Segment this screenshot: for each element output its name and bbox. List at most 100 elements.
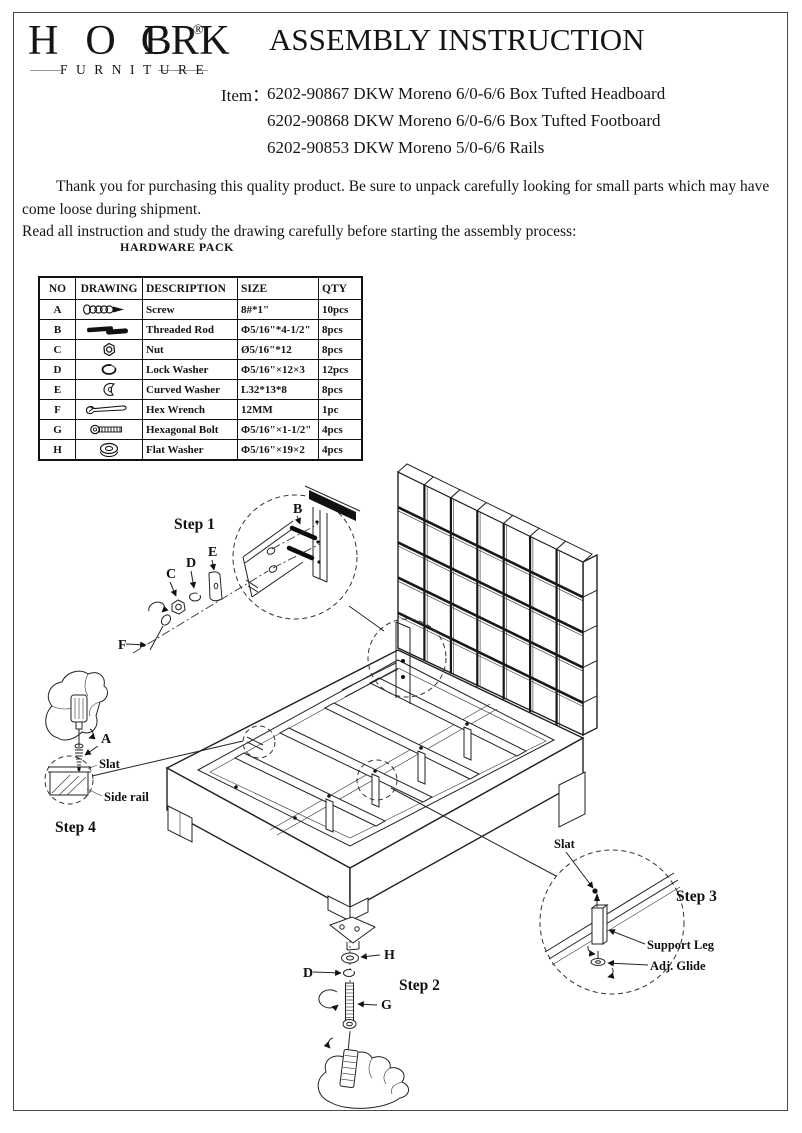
part-size: Φ5/16"×1-1/2"	[237, 419, 319, 440]
part-qty: 10pcs	[318, 299, 363, 320]
curved-washer-icon	[82, 382, 136, 397]
col-qty: QTY	[318, 276, 363, 300]
step3-label: Step 3	[676, 888, 717, 905]
part-size: Φ5/16"×12×3	[237, 359, 319, 380]
lock-washer-icon	[82, 362, 136, 377]
part-a-label: A	[101, 732, 112, 747]
part-description: Flat Washer	[142, 439, 238, 461]
step2-detail: H D G Step 2	[303, 900, 440, 1109]
part-no: D	[38, 359, 76, 380]
table-row: B Threaded Rod Φ5/16"*4-1/2" 8pcs	[38, 319, 363, 340]
part-description: Lock Washer	[142, 359, 238, 380]
leader-step3	[390, 787, 557, 877]
col-no: NO	[38, 276, 76, 300]
adj-glide-label: Adj. Glide	[650, 959, 706, 973]
registered-trademark-icon: ®	[192, 23, 204, 38]
threaded-rod-icon	[82, 322, 136, 337]
part-size: L32*13*8	[237, 379, 319, 400]
part-no: A	[38, 299, 76, 320]
logo-rule-left	[30, 70, 61, 72]
part-f-label: F	[118, 638, 127, 653]
part-description: Hex Wrench	[142, 399, 238, 420]
hexagonal-bolt-icon	[82, 422, 136, 437]
page-border	[13, 12, 788, 1111]
flat-washer-icon	[82, 442, 136, 457]
part-qty: 12pcs	[318, 359, 363, 380]
leader-step1	[348, 605, 385, 632]
part-drawing	[75, 359, 143, 380]
item-label: Item：	[221, 86, 270, 105]
part-drawing	[75, 399, 143, 420]
table-row: F Hex Wrench 12MM 1pc	[38, 399, 363, 420]
part-qty: 8pcs	[318, 339, 363, 360]
item-line: 6202-90868 DKW Moreno 6/0-6/6 Box Tufted…	[267, 111, 661, 130]
logo-letter: O	[85, 18, 116, 64]
nut-icon	[82, 342, 136, 357]
part-e-label: E	[208, 545, 217, 560]
logo-letter: B	[143, 18, 172, 64]
screw-icon	[82, 302, 136, 317]
part-qty: 4pcs	[318, 419, 363, 440]
table-row: D Lock Washer Φ5/16"×12×3 12pcs	[38, 359, 363, 380]
hand-icon	[317, 1051, 409, 1109]
part-drawing	[75, 379, 143, 400]
table-row: C Nut Ø5/16"*12 8pcs	[38, 339, 363, 360]
step1-label: Step 1	[174, 516, 215, 533]
table-row: H Flat Washer Φ5/16"×19×2 4pcs	[38, 439, 363, 461]
step4-label: Step 4	[55, 819, 96, 836]
part-size: 12MM	[237, 399, 319, 420]
screw-a-icon	[74, 743, 84, 749]
bed-frame-drawing	[91, 605, 586, 922]
part-qty: 1pc	[318, 399, 363, 420]
part-description: Hexagonal Bolt	[142, 419, 238, 440]
logo-letter: K	[199, 18, 230, 64]
part-drawing	[75, 299, 143, 320]
step4-detail: A Slat Side rail Step 4	[44, 670, 149, 836]
part-no: C	[38, 339, 76, 360]
part-description: Nut	[142, 339, 238, 360]
part-description: Threaded Rod	[142, 319, 238, 340]
part-h-label: H	[384, 948, 395, 963]
part-description: Screw	[142, 299, 238, 320]
slat-label: Slat	[554, 837, 576, 851]
logo-letter: R	[170, 18, 199, 64]
part-d-label: D	[186, 556, 196, 571]
part-no: H	[38, 439, 76, 461]
intro-paragraph: Thank you for purchasing this quality pr…	[22, 178, 770, 218]
step3-detail: Slat Step 3 Support Leg Adj. Glide	[539, 837, 717, 995]
table-row: G Hexagonal Bolt Φ5/16"×1-1/2" 4pcs	[38, 419, 363, 440]
hex-wrench-icon	[82, 402, 136, 417]
part-no: G	[38, 419, 76, 440]
part-no: F	[38, 399, 76, 420]
part-b-label: B	[293, 502, 302, 517]
col-size: SIZE	[237, 276, 319, 300]
part-no: B	[38, 319, 76, 340]
logo-subtitle: FURNITURE	[60, 62, 213, 77]
part-c-label: C	[166, 567, 176, 582]
part-description: Curved Washer	[142, 379, 238, 400]
support-leg-label: Support Leg	[647, 938, 715, 952]
part-qty: 4pcs	[318, 439, 363, 461]
part-size: Φ5/16"×19×2	[237, 439, 319, 461]
part-no: E	[38, 379, 76, 400]
part-g-label: G	[381, 998, 392, 1013]
logo-letter: H	[28, 18, 59, 64]
step1-detail: Step 1 C D E F	[118, 485, 361, 654]
table-row: E Curved Washer L32*13*8 8pcs	[38, 379, 363, 400]
item-list: 6202-90867 DKW Moreno 6/0-6/6 Box Tufted…	[267, 80, 665, 161]
rail-bracket-detail-circle	[242, 725, 276, 759]
hex-wrench-handle-icon	[339, 1049, 359, 1088]
part-drawing	[75, 339, 143, 360]
table-header-row: NO DRAWING DESCRIPTION SIZE QTY	[38, 276, 363, 300]
hardware-pack-title: HARDWARE PACK	[120, 240, 234, 254]
headboard-leg-detail-circle	[341, 618, 447, 704]
intro-paragraph: Read all instruction and study the drawi…	[22, 223, 577, 240]
col-drawing: DRAWING	[75, 276, 143, 300]
assembly-diagram: Step 1 C D E F	[44, 463, 717, 1109]
part-drawing	[75, 419, 143, 440]
logo-letter: C	[140, 18, 169, 64]
part-drawing	[75, 319, 143, 340]
intro-text: Thank you for purchasing this quality pr…	[22, 176, 779, 244]
